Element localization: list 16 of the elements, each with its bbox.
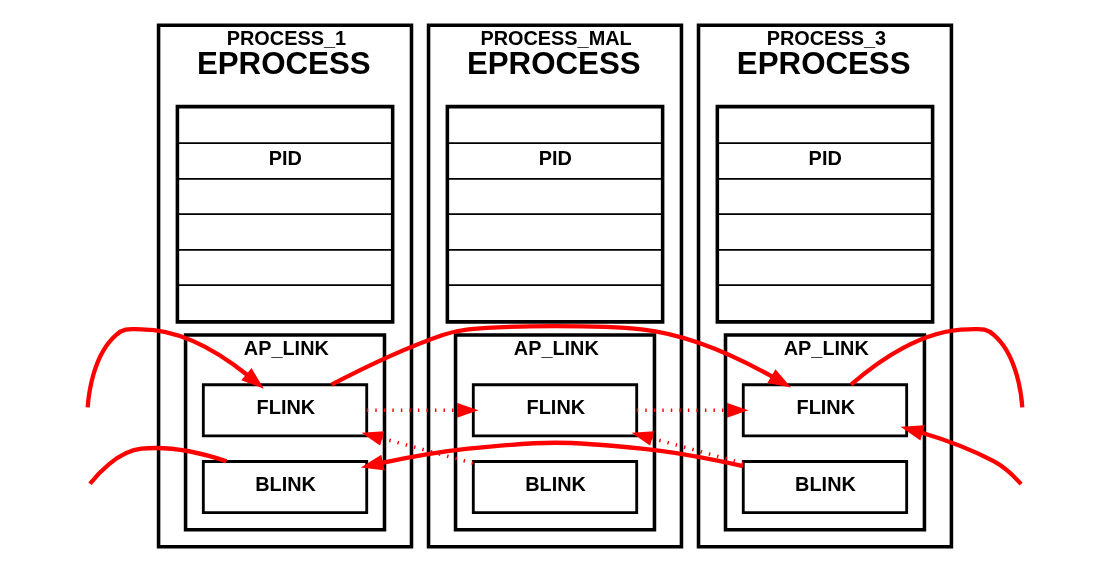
node-box: BLINK [471,460,639,515]
arrow [366,402,479,418]
connector [88,445,228,486]
node-box: FLINK [741,383,909,438]
arrow [361,431,474,465]
node-box: FLINK [471,383,639,438]
arrow [330,324,792,388]
connector [849,327,1025,408]
node-box: BLINK [201,460,369,515]
arrow [85,327,264,408]
node-box: FLINK [201,383,369,438]
arrow [360,440,744,471]
arrow [631,431,744,465]
arrow [900,425,1023,486]
node-box: BLINK [741,460,909,515]
arrow [636,402,749,418]
